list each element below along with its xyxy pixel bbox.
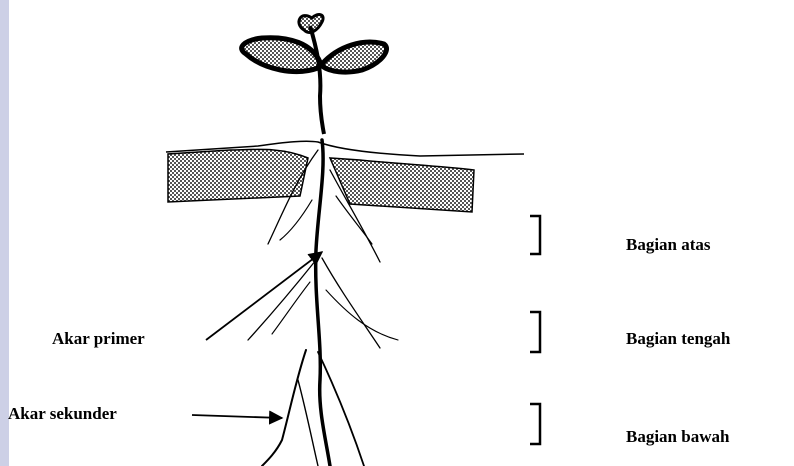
secondary-root-arrow [192, 415, 282, 418]
bracket-middle [530, 312, 540, 352]
secondary-root-label: Akar sekunder [8, 405, 117, 422]
soil-layer [166, 141, 524, 212]
section-label-upper: Bagian atas [626, 236, 711, 253]
seedling-shoot [242, 15, 387, 134]
section-label-lower: Bagian bawah [626, 428, 729, 445]
section-label-middle: Bagian tengah [626, 330, 730, 347]
section-brackets [530, 216, 540, 444]
primary-root-label: Akar primer [52, 330, 145, 347]
bracket-lower [530, 404, 540, 444]
bracket-upper [530, 216, 540, 254]
primary-root-arrow [206, 252, 322, 340]
